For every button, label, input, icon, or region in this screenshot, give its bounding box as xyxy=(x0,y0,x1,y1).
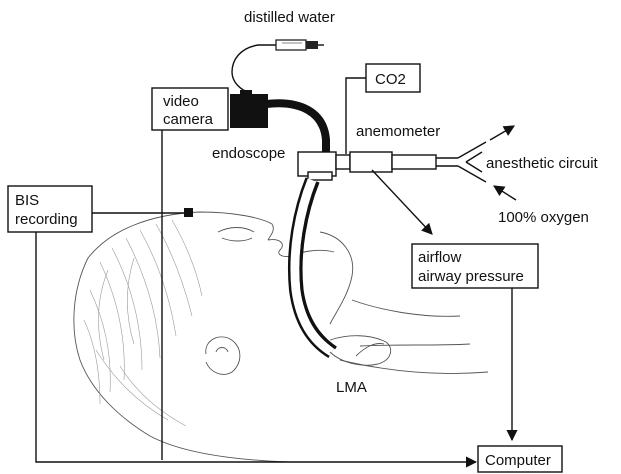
y-connector xyxy=(458,142,486,182)
video-camera-box: video camera xyxy=(152,88,228,130)
oxygen-label: 100% oxygen xyxy=(498,209,589,226)
bis-label-line2: recording xyxy=(15,211,78,228)
video-camera-label-line2: camera xyxy=(163,111,214,128)
computer-label: Computer xyxy=(485,452,551,469)
bis-label-line1: BIS xyxy=(15,192,39,209)
anemometer-device xyxy=(336,152,458,172)
video-camera-label-line1: video xyxy=(163,93,199,110)
arrow-from-oxygen xyxy=(494,186,516,200)
co2-box: CO2 xyxy=(366,64,420,92)
bis-recording-box: BIS recording xyxy=(8,186,92,232)
computer-box: Computer xyxy=(478,446,562,472)
endoscope-label: endoscope xyxy=(212,145,285,162)
co2-leader-line xyxy=(346,78,366,154)
distilled-water-label: distilled water xyxy=(244,9,335,26)
airflow-label-line1: airflow xyxy=(418,249,462,266)
airflow-label-line2: airway pressure xyxy=(418,268,524,285)
lma-label: LMA xyxy=(336,379,367,396)
arrow-to-anesthetic-circuit xyxy=(490,126,514,140)
anesthetic-circuit-label: anesthetic circuit xyxy=(486,155,599,172)
airflow-pressure-box: airflow airway pressure xyxy=(412,244,538,288)
water-tube xyxy=(232,45,258,94)
arrow-to-airflow xyxy=(372,170,432,234)
syringe-icon xyxy=(258,40,324,50)
anemometer-label: anemometer xyxy=(356,123,440,140)
co2-label: CO2 xyxy=(375,71,406,88)
bis-sensor xyxy=(184,208,193,217)
